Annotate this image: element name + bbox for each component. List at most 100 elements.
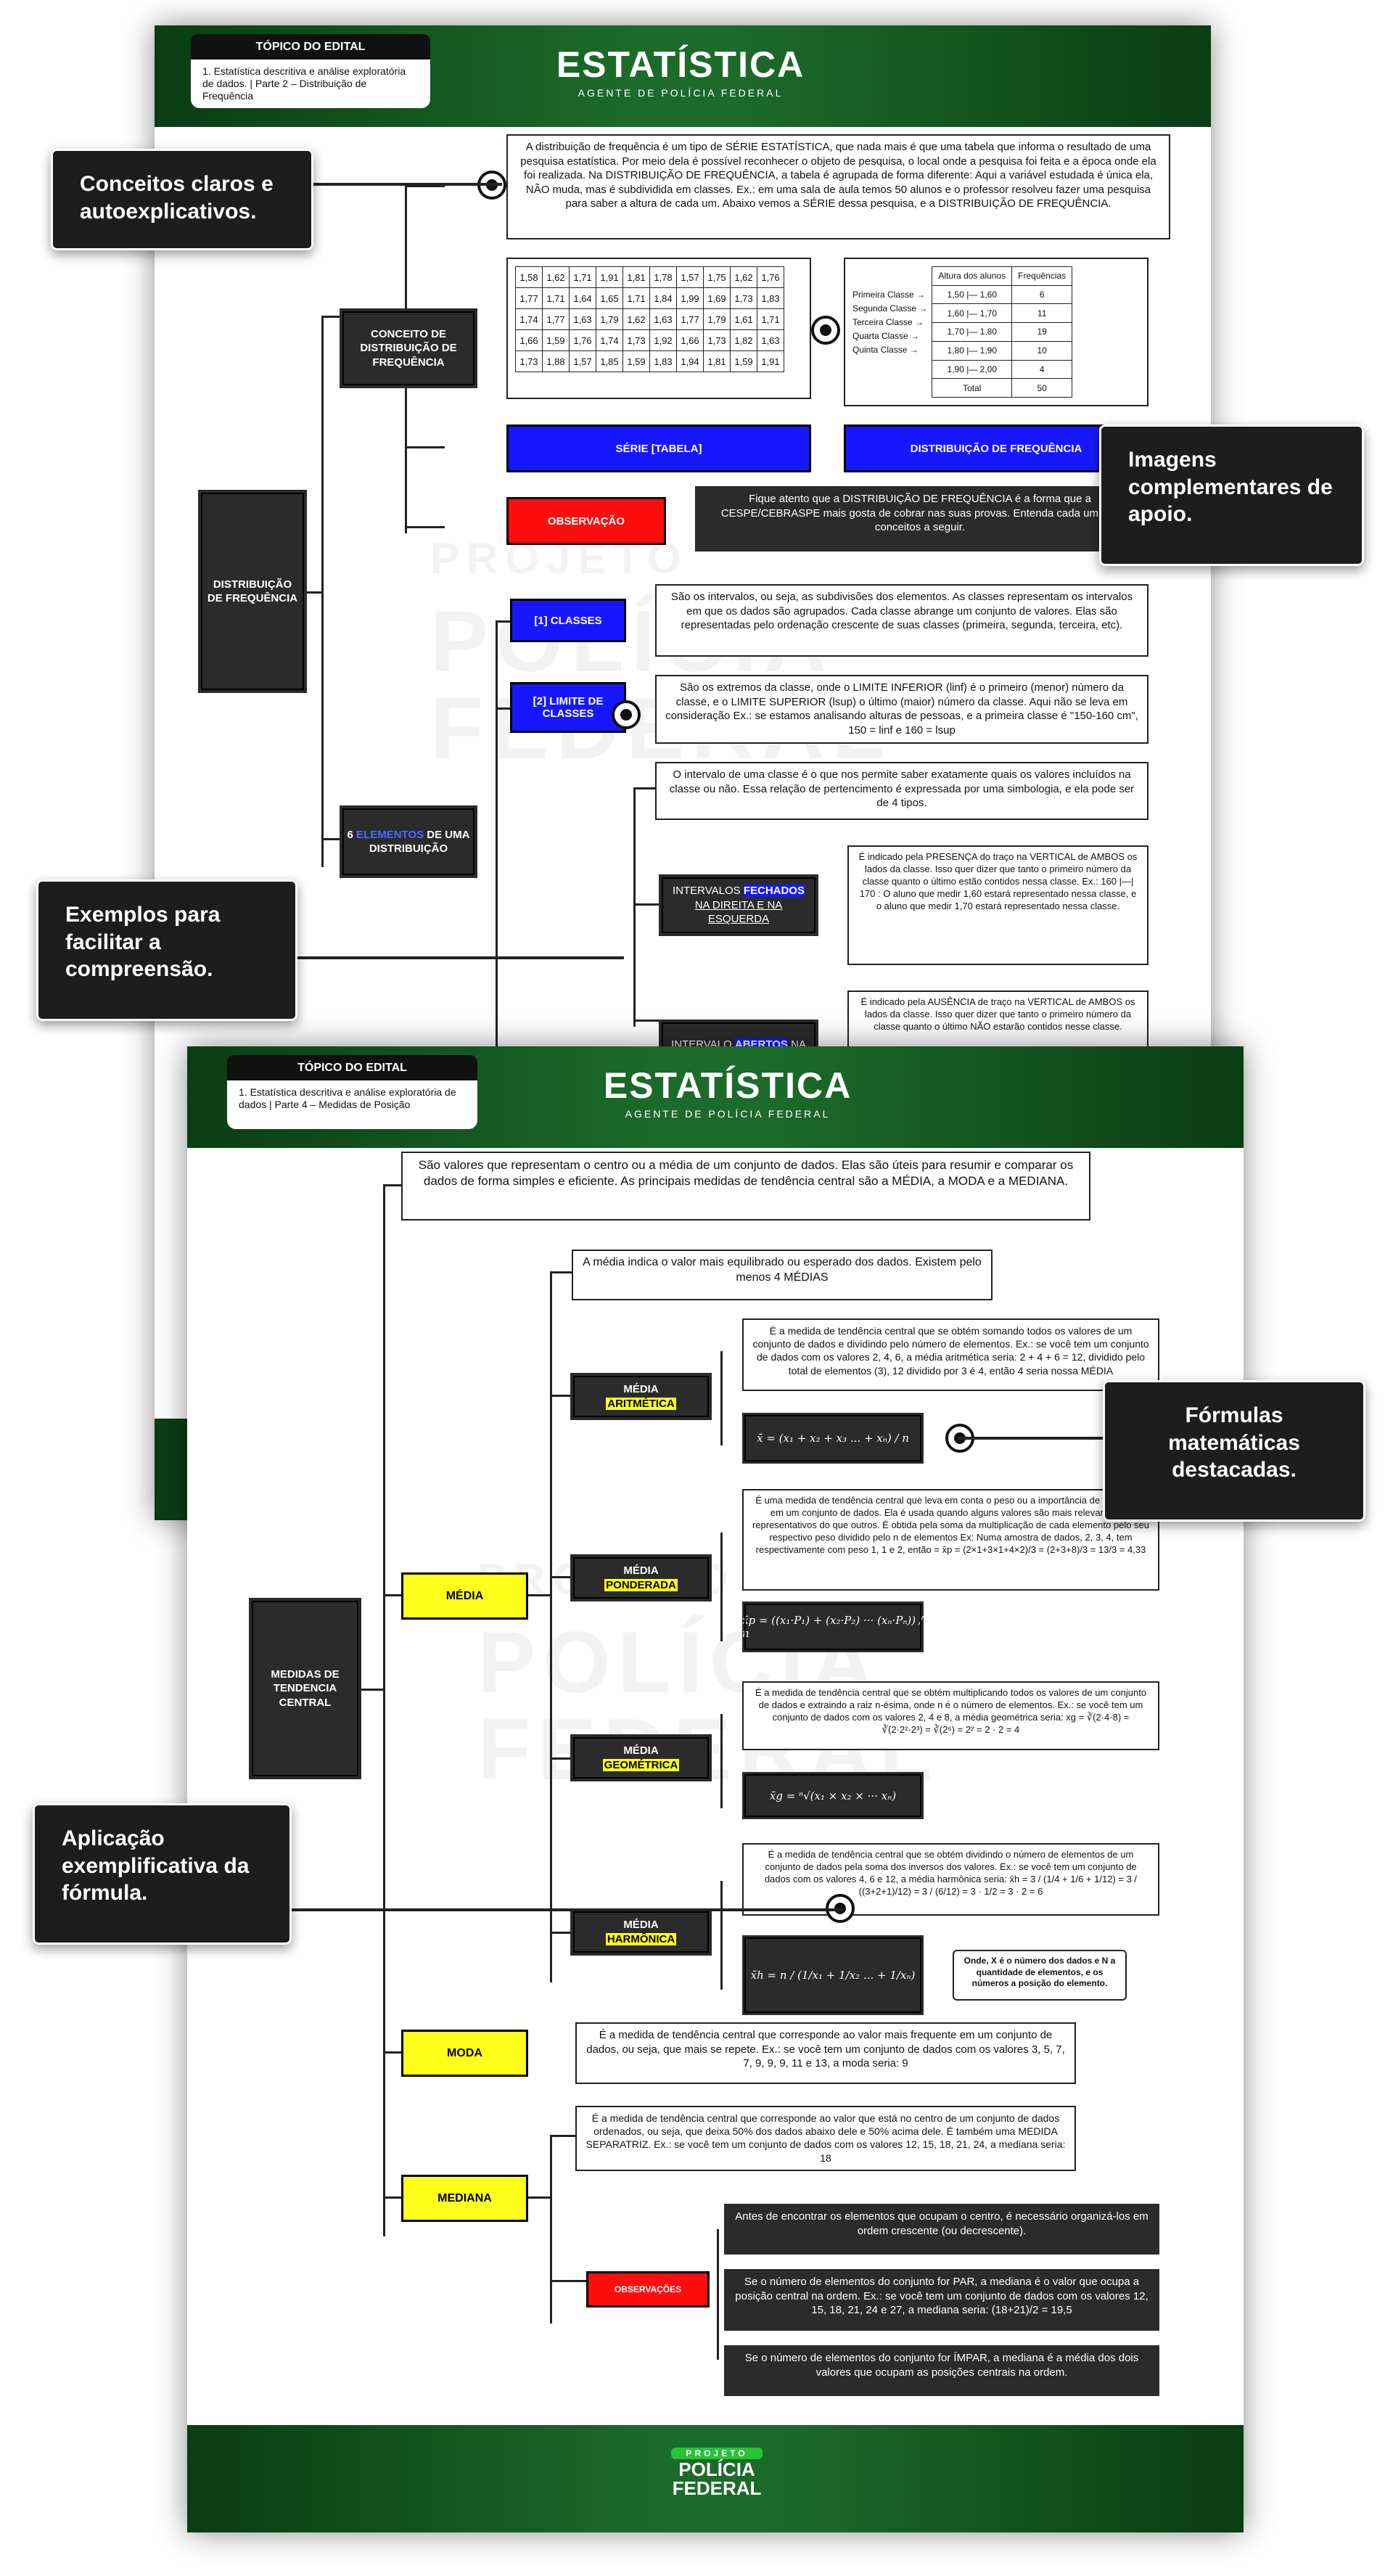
page-2-footer bbox=[187, 2425, 1244, 2532]
freq-cell: 11 bbox=[1011, 303, 1073, 324]
freq-cell: 1,70 |— 1,80 bbox=[932, 322, 1013, 342]
sample-cell: 1,91 bbox=[757, 350, 784, 372]
callout-formulas: Fórmulas matemáticas destacadas. bbox=[1103, 1380, 1365, 1522]
observacao-1: Antes de encontrar os elementos que ocup… bbox=[724, 2204, 1159, 2255]
serie-label: SÉRIE [TABELA] bbox=[506, 424, 811, 472]
node-label-highlight: GEOMÉTRICA bbox=[602, 1758, 680, 1771]
tree-line bbox=[550, 2280, 586, 2282]
elements-node: 6 ELEMENTOS DE UMA DISTRIBUIÇÃO bbox=[340, 805, 477, 878]
observacao-2: Se o número de elementos do conjunto for… bbox=[724, 2269, 1159, 2331]
media-aritmetica-text: É a medida de tendência central que se o… bbox=[742, 1318, 1159, 1391]
tree-line bbox=[383, 2051, 412, 2054]
sample-cell: 1,79 bbox=[596, 308, 623, 330]
node-label: MÉDIA bbox=[623, 1919, 659, 1931]
sample-cell: 1,71 bbox=[542, 287, 570, 309]
callout-pointer-line bbox=[297, 956, 624, 959]
freq-class-label: Primeira Classe → bbox=[852, 290, 926, 300]
node-label: MÉDIA bbox=[623, 1744, 659, 1757]
brand-subtitle: AGENTE DE POLÍCIA FEDERAL bbox=[625, 1108, 831, 1120]
tree-line bbox=[550, 1757, 579, 1760]
tree-line bbox=[361, 1689, 383, 1691]
callout-exemplos: Exemplos para facilitar a compreensão. bbox=[36, 879, 297, 1021]
freq-cell: 50 bbox=[1011, 378, 1073, 398]
freq-cell: 4 bbox=[1011, 359, 1073, 380]
mediana-text: É a medida de tendência central que corr… bbox=[575, 2106, 1076, 2171]
tree-line bbox=[321, 316, 324, 867]
tree-line bbox=[383, 1594, 412, 1596]
sample-cell: 1,64 bbox=[569, 287, 596, 309]
media-ponderada-formula: x̄p = ((x₁·P₁) + (x₂·P₂) ··· (xₙ·Pₙ)) / … bbox=[742, 1601, 924, 1652]
callout-pointer-line bbox=[292, 1908, 843, 1911]
sample-cell: 1,83 bbox=[757, 287, 784, 309]
sample-cell: 1,63 bbox=[569, 308, 596, 330]
observacoes-label: OBSERVAÇÕES bbox=[586, 2271, 710, 2308]
classes-label: [1] CLASSES bbox=[510, 599, 626, 642]
tree-line bbox=[550, 1395, 579, 1397]
freq-class-label: Segunda Classe → bbox=[852, 303, 928, 313]
elements-highlight: ELEMENTOS bbox=[356, 828, 424, 841]
tree-line bbox=[321, 838, 343, 840]
tree-line bbox=[550, 2135, 579, 2137]
closed-label-pre: INTERVALOS bbox=[673, 885, 741, 898]
sample-cell: 1,57 bbox=[569, 350, 596, 372]
footer-logo-line2: FEDERAL bbox=[672, 2477, 762, 2499]
media-geometrica-formula: x̄g = ⁿ√(x₁ × x₂ × ··· xₙ) bbox=[742, 1772, 924, 1819]
sample-cell: 1,59 bbox=[542, 329, 570, 351]
callout-conceitos: Conceitos claros e autoexplicativos. bbox=[51, 149, 313, 250]
freq-class-labels: Primeira Classe → Segunda Classe → Terceir… bbox=[852, 266, 927, 398]
tree-line bbox=[633, 1020, 662, 1022]
sample-cell: 1,74 bbox=[596, 329, 623, 351]
sample-cell: 1,69 bbox=[703, 287, 731, 309]
callout-imagens: Imagens complementares de apoio. bbox=[1099, 424, 1364, 566]
tree-line bbox=[720, 1533, 723, 1641]
sample-cell: 1,76 bbox=[757, 266, 784, 288]
frequency-distribution-table: Primeira Classe → Segunda Classe → Terceir… bbox=[844, 258, 1148, 406]
topic-text: 1. Estatística descritiva e análise expl… bbox=[202, 65, 406, 102]
sample-cell: 1,59 bbox=[622, 350, 650, 372]
root-node-distribuicao: DISTRIBUIÇÃO DE FREQUÊNCIA bbox=[198, 490, 307, 693]
freq-class-label: Terceira Classe → bbox=[852, 317, 924, 327]
media-harmonica-note: Onde, X é o número dos dados e N a quant… bbox=[953, 1950, 1127, 2001]
media-geometrica-text: É a medida de tendência central que se o… bbox=[742, 1681, 1159, 1750]
freq-cell: Total bbox=[932, 378, 1013, 398]
page-1-brand: ESTATÍSTICA AGENTE DE POLÍCIA FEDERAL bbox=[517, 44, 844, 99]
limits-label: [2] LIMITE DE CLASSES bbox=[510, 682, 626, 733]
freq-cell: 1,60 |— 1,70 bbox=[932, 303, 1013, 324]
freq-cell: 6 bbox=[1011, 284, 1073, 305]
sample-cell: 1,73 bbox=[730, 287, 757, 309]
observacao-3: Se o número de elementos do conjunto for… bbox=[724, 2345, 1159, 2396]
tree-line bbox=[550, 1271, 583, 1273]
callout-pointer-line bbox=[958, 1437, 1103, 1440]
sample-cell: 1,76 bbox=[569, 329, 596, 351]
moda-text: É a medida de tendência central que corr… bbox=[575, 2022, 1076, 2084]
tree-line bbox=[300, 591, 321, 594]
footer-logo-small: PROJETO bbox=[671, 2448, 763, 2459]
sample-cell: 1,88 bbox=[542, 350, 570, 372]
tree-line bbox=[521, 2196, 550, 2199]
sample-cell: 1,73 bbox=[703, 329, 731, 351]
sample-cell: 1,81 bbox=[703, 350, 731, 372]
closed-label-post: NA DIREITA E NA ESQUERDA bbox=[694, 898, 783, 926]
freq-cell: 10 bbox=[1011, 340, 1073, 361]
root-node-medidas: MEDIDAS DE TENDENCIA CENTRAL bbox=[249, 1598, 361, 1779]
freq-cell: 1,90 |— 2,00 bbox=[932, 359, 1013, 380]
tree-line bbox=[550, 1271, 552, 1982]
sample-cell: 1,85 bbox=[596, 350, 623, 372]
brand-subtitle: AGENTE DE POLÍCIA FEDERAL bbox=[578, 87, 784, 99]
sample-cell: 1,62 bbox=[622, 308, 650, 330]
sample-cell: 1,77 bbox=[542, 308, 570, 330]
sample-cell: 1,71 bbox=[569, 266, 596, 288]
tree-line bbox=[720, 1881, 723, 1990]
sample-cell: 1,73 bbox=[515, 350, 543, 372]
sample-cell: 1,62 bbox=[542, 266, 570, 288]
tree-line bbox=[383, 1184, 385, 2236]
sample-cell: 1,78 bbox=[649, 266, 677, 288]
